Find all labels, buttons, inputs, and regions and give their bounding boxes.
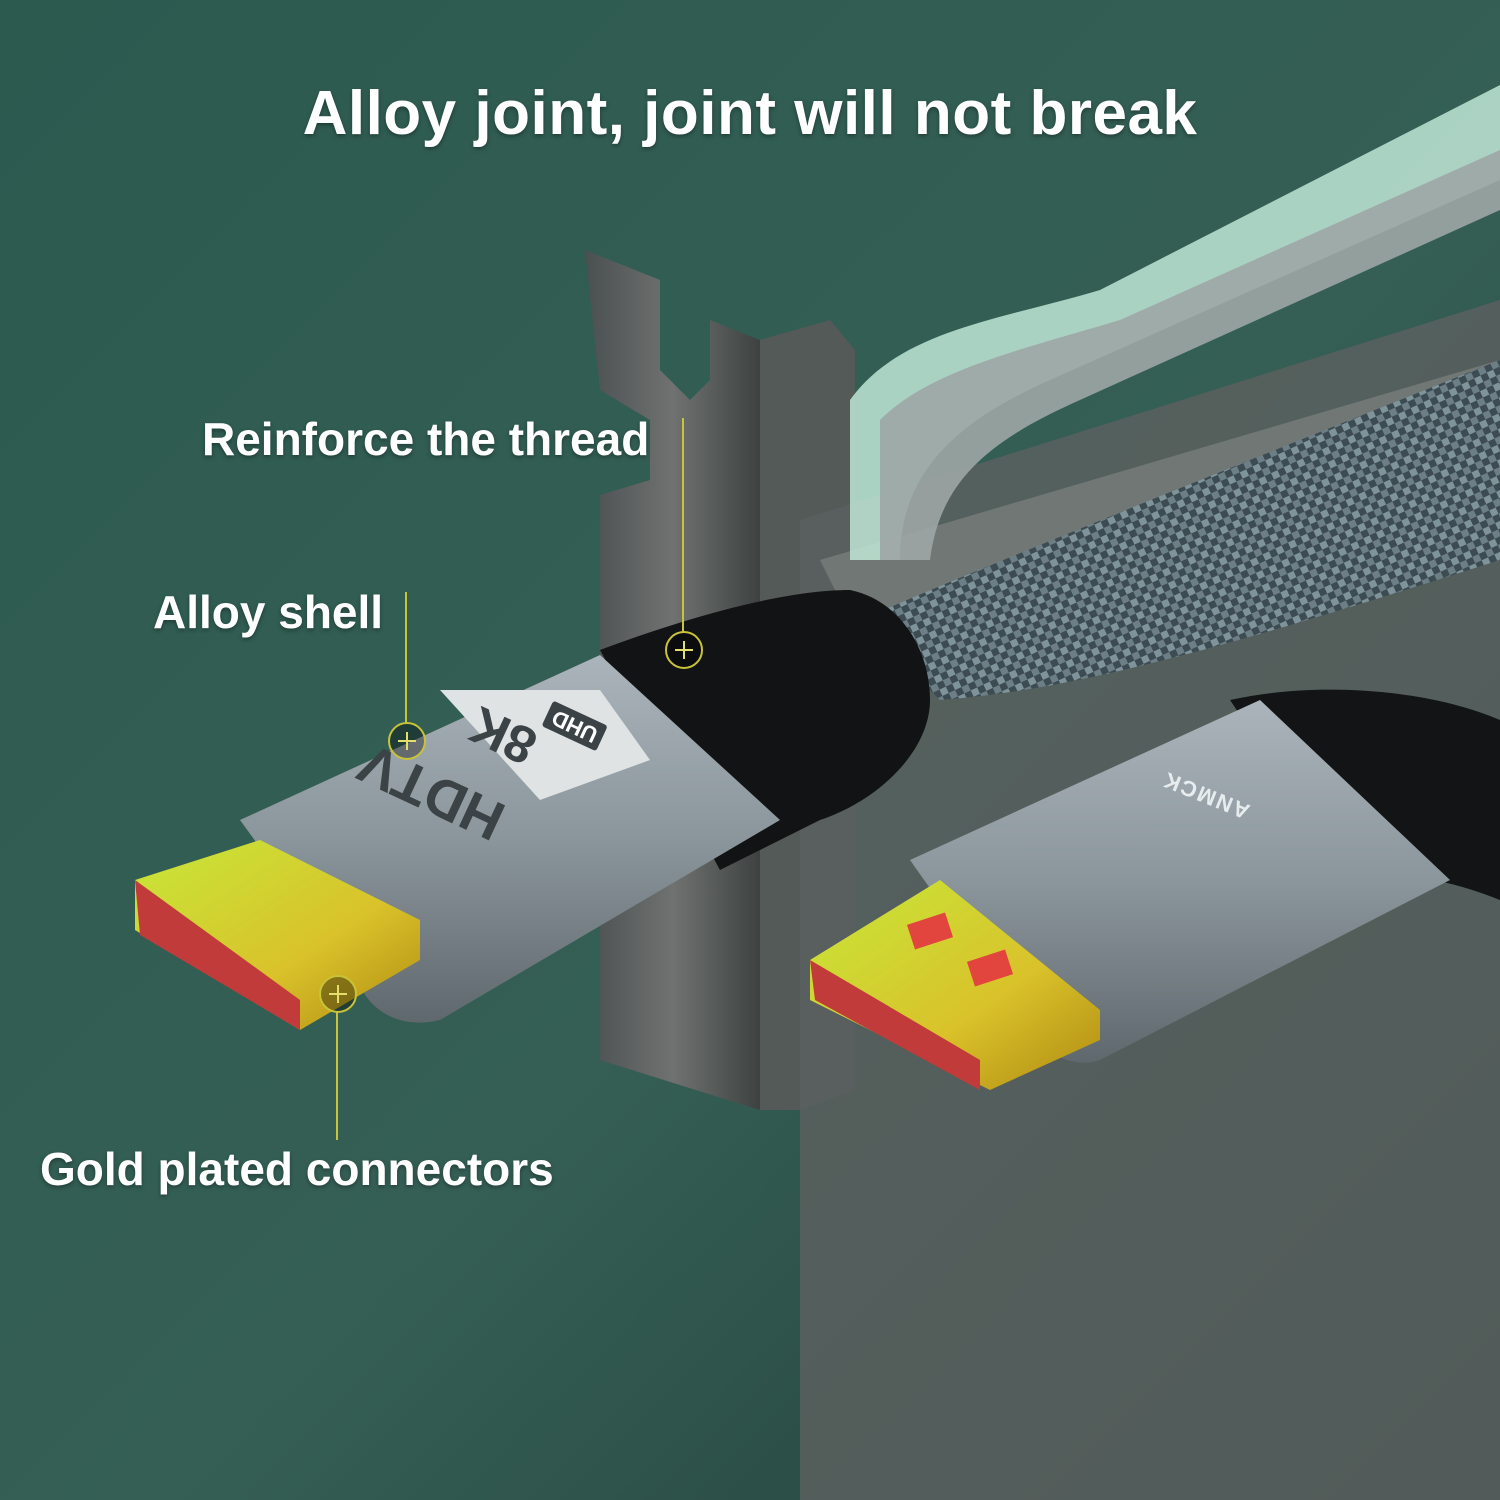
callout-marker-shell xyxy=(388,722,426,760)
gold-connector-right xyxy=(810,880,1100,1090)
callout-lines xyxy=(336,418,684,1140)
headline: Alloy joint, joint will not break xyxy=(302,79,1198,148)
shell-label-plate xyxy=(440,690,650,800)
gold-connector-left xyxy=(135,840,420,1030)
callout-marker-gold xyxy=(319,975,357,1013)
connector-pins-right xyxy=(810,960,980,1090)
callout-alloy-shell: Alloy shell xyxy=(153,586,384,638)
connector-pins-left xyxy=(135,880,300,1030)
callout-marker-thread xyxy=(665,631,703,669)
callout-gold-connectors: Gold plated connectors xyxy=(40,1143,554,1195)
braided-cable xyxy=(860,360,1500,700)
callout-reinforce-thread: Reinforce the thread xyxy=(202,413,650,465)
